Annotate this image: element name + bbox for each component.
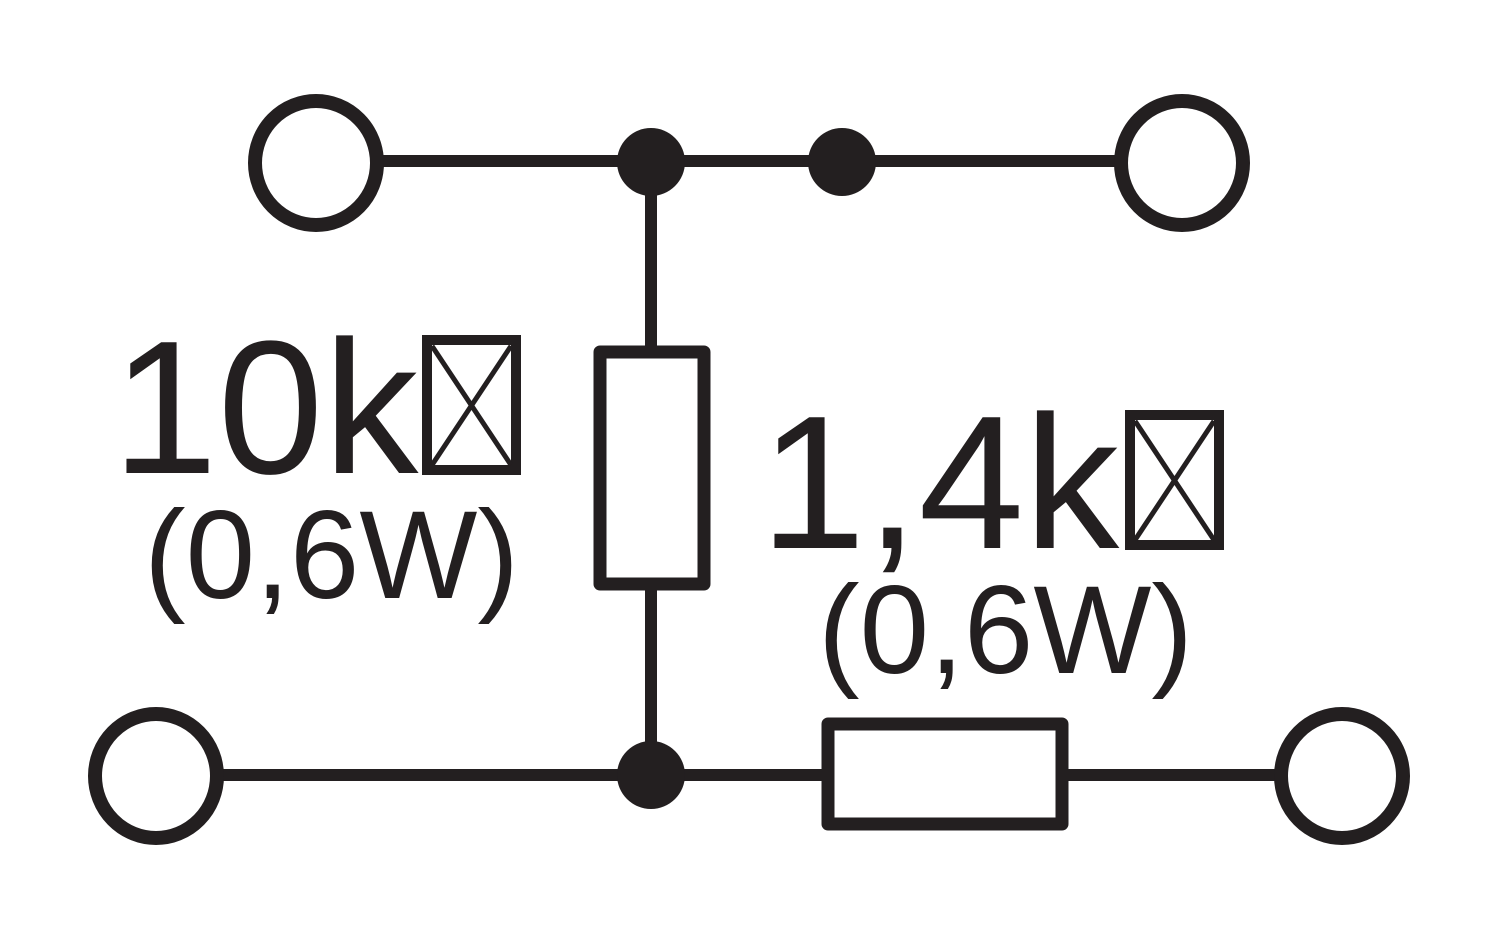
- junction-top-right: [808, 128, 876, 196]
- resistor-1-value: 10k: [112, 302, 419, 514]
- junctions: [617, 128, 876, 809]
- terminal-bottom-right: [1274, 707, 1410, 845]
- label-resistor-1: 10k (0,6W): [112, 302, 521, 625]
- resistor-1-power: (0,6W): [144, 486, 519, 625]
- missing-glyph-box-icon: [422, 335, 521, 475]
- label-resistor-2: 1,4k (0,6W): [760, 377, 1224, 700]
- terminal-top-left: [248, 94, 384, 232]
- resistor-2-value: 1,4k: [760, 377, 1120, 589]
- junction-top-left: [617, 128, 685, 196]
- resistor-horizontal: [821, 717, 1069, 831]
- terminal-top-right: [1114, 94, 1250, 232]
- junction-bottom: [617, 741, 685, 809]
- terminals: [88, 94, 1410, 845]
- terminal-bottom-left: [88, 707, 224, 845]
- resistor-vertical: [593, 345, 711, 591]
- resistor-2-power: (0,6W): [818, 561, 1193, 700]
- missing-glyph-box-icon: [1125, 410, 1224, 550]
